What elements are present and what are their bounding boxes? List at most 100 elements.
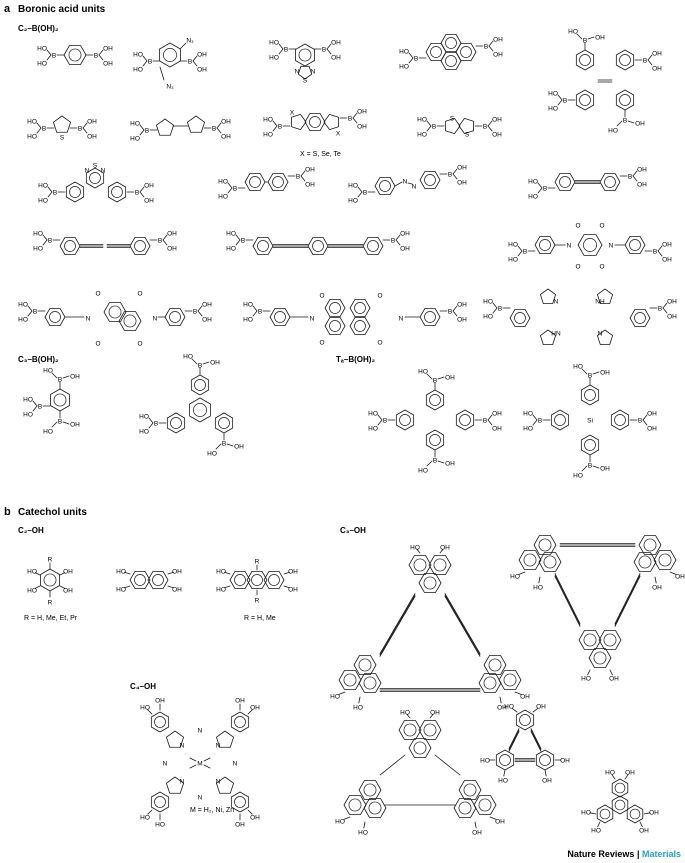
- atom-label: B: [258, 308, 262, 315]
- atom-label: OH: [400, 245, 410, 252]
- atom-label: N: [403, 178, 408, 185]
- atom-label: B: [278, 123, 282, 130]
- note-x-substituents: X = S, Se, Te: [300, 151, 341, 158]
- atom-label: N: [311, 68, 316, 75]
- atom-label: OH: [167, 245, 177, 252]
- atom-label: HO: [418, 467, 428, 474]
- atom-label: HO: [116, 568, 126, 575]
- atom-label: OH: [457, 164, 467, 171]
- atom-label: O: [377, 292, 382, 299]
- atom-label: OH: [560, 757, 570, 764]
- atom-label: B: [38, 403, 42, 410]
- atom-label: HO: [368, 410, 378, 417]
- atom-label: HO: [183, 353, 193, 360]
- atom-label: B: [193, 308, 197, 315]
- atom-label: HO: [226, 230, 236, 237]
- atom-label: HO: [139, 413, 149, 420]
- atom-label: N: [163, 760, 168, 767]
- atom-label: HO: [523, 425, 533, 432]
- atom-label: N: [153, 315, 158, 322]
- atom-label: B: [433, 377, 437, 384]
- atom-label: R: [255, 558, 260, 565]
- atom-label: N: [567, 242, 572, 249]
- atom-label: B: [94, 52, 98, 59]
- atom-label: HO: [18, 301, 28, 308]
- atom-label: HO: [504, 703, 514, 710]
- atom-label: OH: [457, 316, 467, 323]
- atom-label: B: [383, 417, 387, 424]
- atom-label: N: [216, 742, 221, 749]
- atom-label: B: [483, 417, 487, 424]
- atom-label: HO: [140, 704, 150, 711]
- atom-label: OH: [536, 703, 546, 710]
- atom-label: S: [93, 162, 98, 169]
- atom-label: OH: [202, 316, 212, 323]
- atom-label: HO: [155, 821, 165, 828]
- section-a-letter: a: [4, 3, 11, 15]
- atom-label: B: [188, 58, 192, 65]
- atom-label: HO: [33, 230, 43, 237]
- atom-label: N: [233, 760, 238, 767]
- atom-label: HO: [528, 193, 538, 200]
- subsection-c3-boronic: C₃–B(OH)₂: [18, 355, 59, 364]
- atom-label: HO: [533, 584, 543, 591]
- atom-label: OH: [288, 568, 298, 575]
- atom-label: HO: [269, 54, 279, 61]
- atom-label: HO: [418, 368, 428, 375]
- atom-label: HO: [133, 66, 143, 73]
- atom-label: HO: [133, 51, 143, 58]
- atom-label: HO: [216, 568, 226, 575]
- atom-label: HO: [207, 450, 217, 457]
- atom-label: OH: [492, 116, 502, 123]
- atom-label: OH: [357, 123, 367, 130]
- atom-label: HO: [37, 60, 47, 67]
- section-b-title: Catechol units: [18, 507, 87, 518]
- atom-label: HO: [399, 48, 409, 55]
- atom-label: O: [575, 222, 580, 229]
- atom-label: HO: [480, 757, 490, 764]
- atom-label: N: [198, 727, 203, 734]
- atom-label: N: [295, 68, 300, 75]
- atom-label: OH: [492, 131, 502, 138]
- atom-label: OH: [197, 66, 207, 73]
- atom-label: HO: [263, 131, 273, 138]
- atom-label: B: [391, 237, 395, 244]
- atom-label: HO: [348, 182, 358, 189]
- atom-label: B: [198, 362, 202, 369]
- atom-label: OH: [637, 166, 647, 173]
- atom-label: OH: [652, 584, 662, 591]
- atom-label: OH: [172, 586, 182, 593]
- atom-label: OH: [331, 54, 341, 61]
- atom-label: B: [148, 58, 152, 65]
- atom-label: OH: [221, 133, 231, 140]
- atom-label: N: [180, 742, 185, 749]
- atom-label: HO: [38, 197, 48, 204]
- atom-label: N: [85, 167, 90, 174]
- atom-label: HO: [353, 704, 363, 711]
- atom-label: OH: [667, 298, 677, 305]
- section-b-letter: b: [4, 506, 11, 518]
- atom-label: N: [216, 778, 221, 785]
- atom-label: B: [484, 43, 488, 50]
- atom-label: HO: [528, 178, 538, 185]
- atom-label: OH: [400, 230, 410, 237]
- atom-label: NH: [595, 298, 605, 305]
- atom-label: S: [60, 134, 65, 141]
- atom-label: OH: [662, 241, 672, 248]
- atom-label: O: [95, 340, 100, 347]
- atom-label: HO: [139, 428, 149, 435]
- atom-label: OH: [647, 410, 657, 417]
- atom-label: HO: [581, 675, 591, 682]
- atom-label: OH: [495, 818, 505, 825]
